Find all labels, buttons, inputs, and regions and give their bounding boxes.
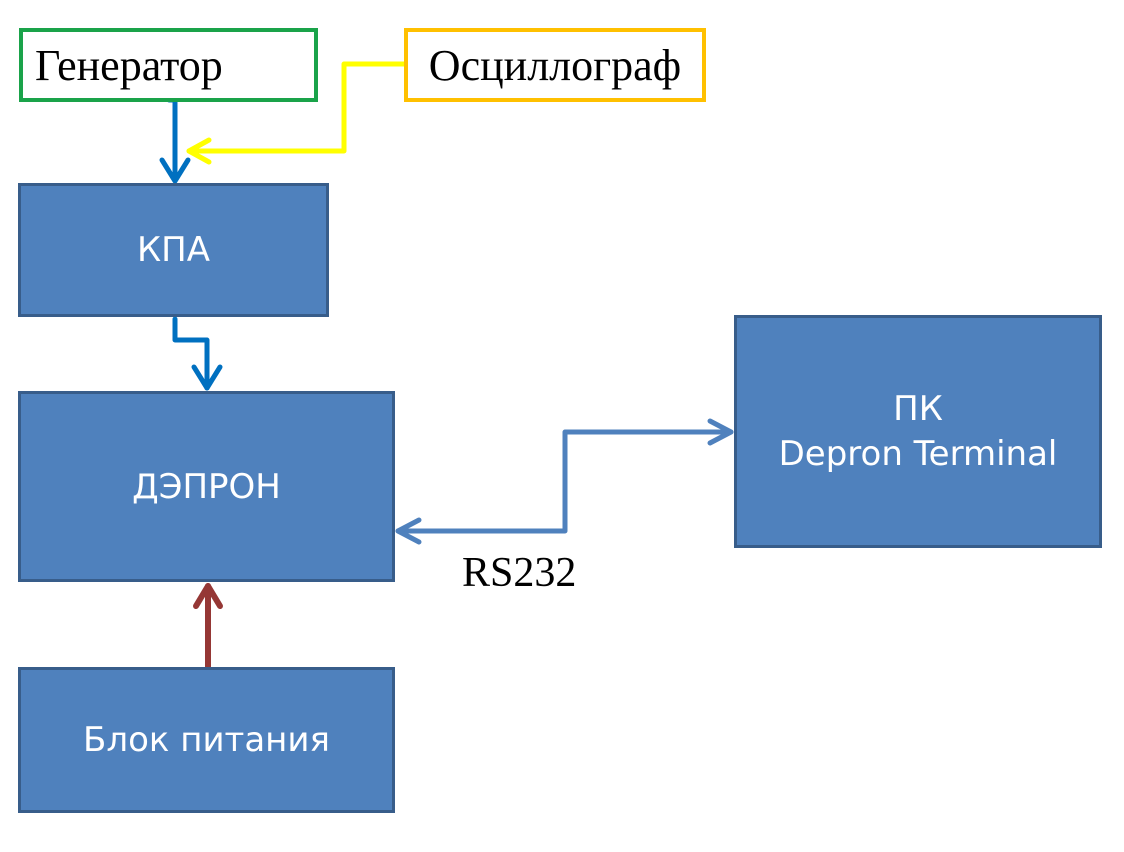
depron-box: ДЭПРОН (18, 391, 395, 582)
oscilloscope-label: Осциллограф (428, 40, 682, 90)
rs232-label: RS232 (462, 550, 577, 596)
rs232-link-arrow (395, 418, 734, 545)
kpa-to-depron-arrow (172, 316, 223, 391)
generator-box: Генератор (19, 28, 318, 102)
kpa-label: КПА (137, 230, 210, 270)
oscilloscope-probe-arrow (186, 61, 407, 165)
pc-label: ПК (893, 389, 943, 430)
pc-box: ПК Depron Terminal (734, 315, 1102, 548)
generator-label: Генератор (35, 40, 223, 90)
power-to-depron-arrow (193, 583, 223, 671)
kpa-box: КПА (18, 183, 329, 317)
depron-label: ДЭПРОН (132, 466, 281, 507)
power-supply-box: Блок питания (18, 667, 395, 813)
oscilloscope-box: Осциллограф (404, 28, 706, 102)
power-supply-label: Блок питания (83, 720, 330, 760)
pc-software-label: Depron Terminal (778, 433, 1058, 474)
generator-to-kpa-arrow (159, 97, 191, 184)
